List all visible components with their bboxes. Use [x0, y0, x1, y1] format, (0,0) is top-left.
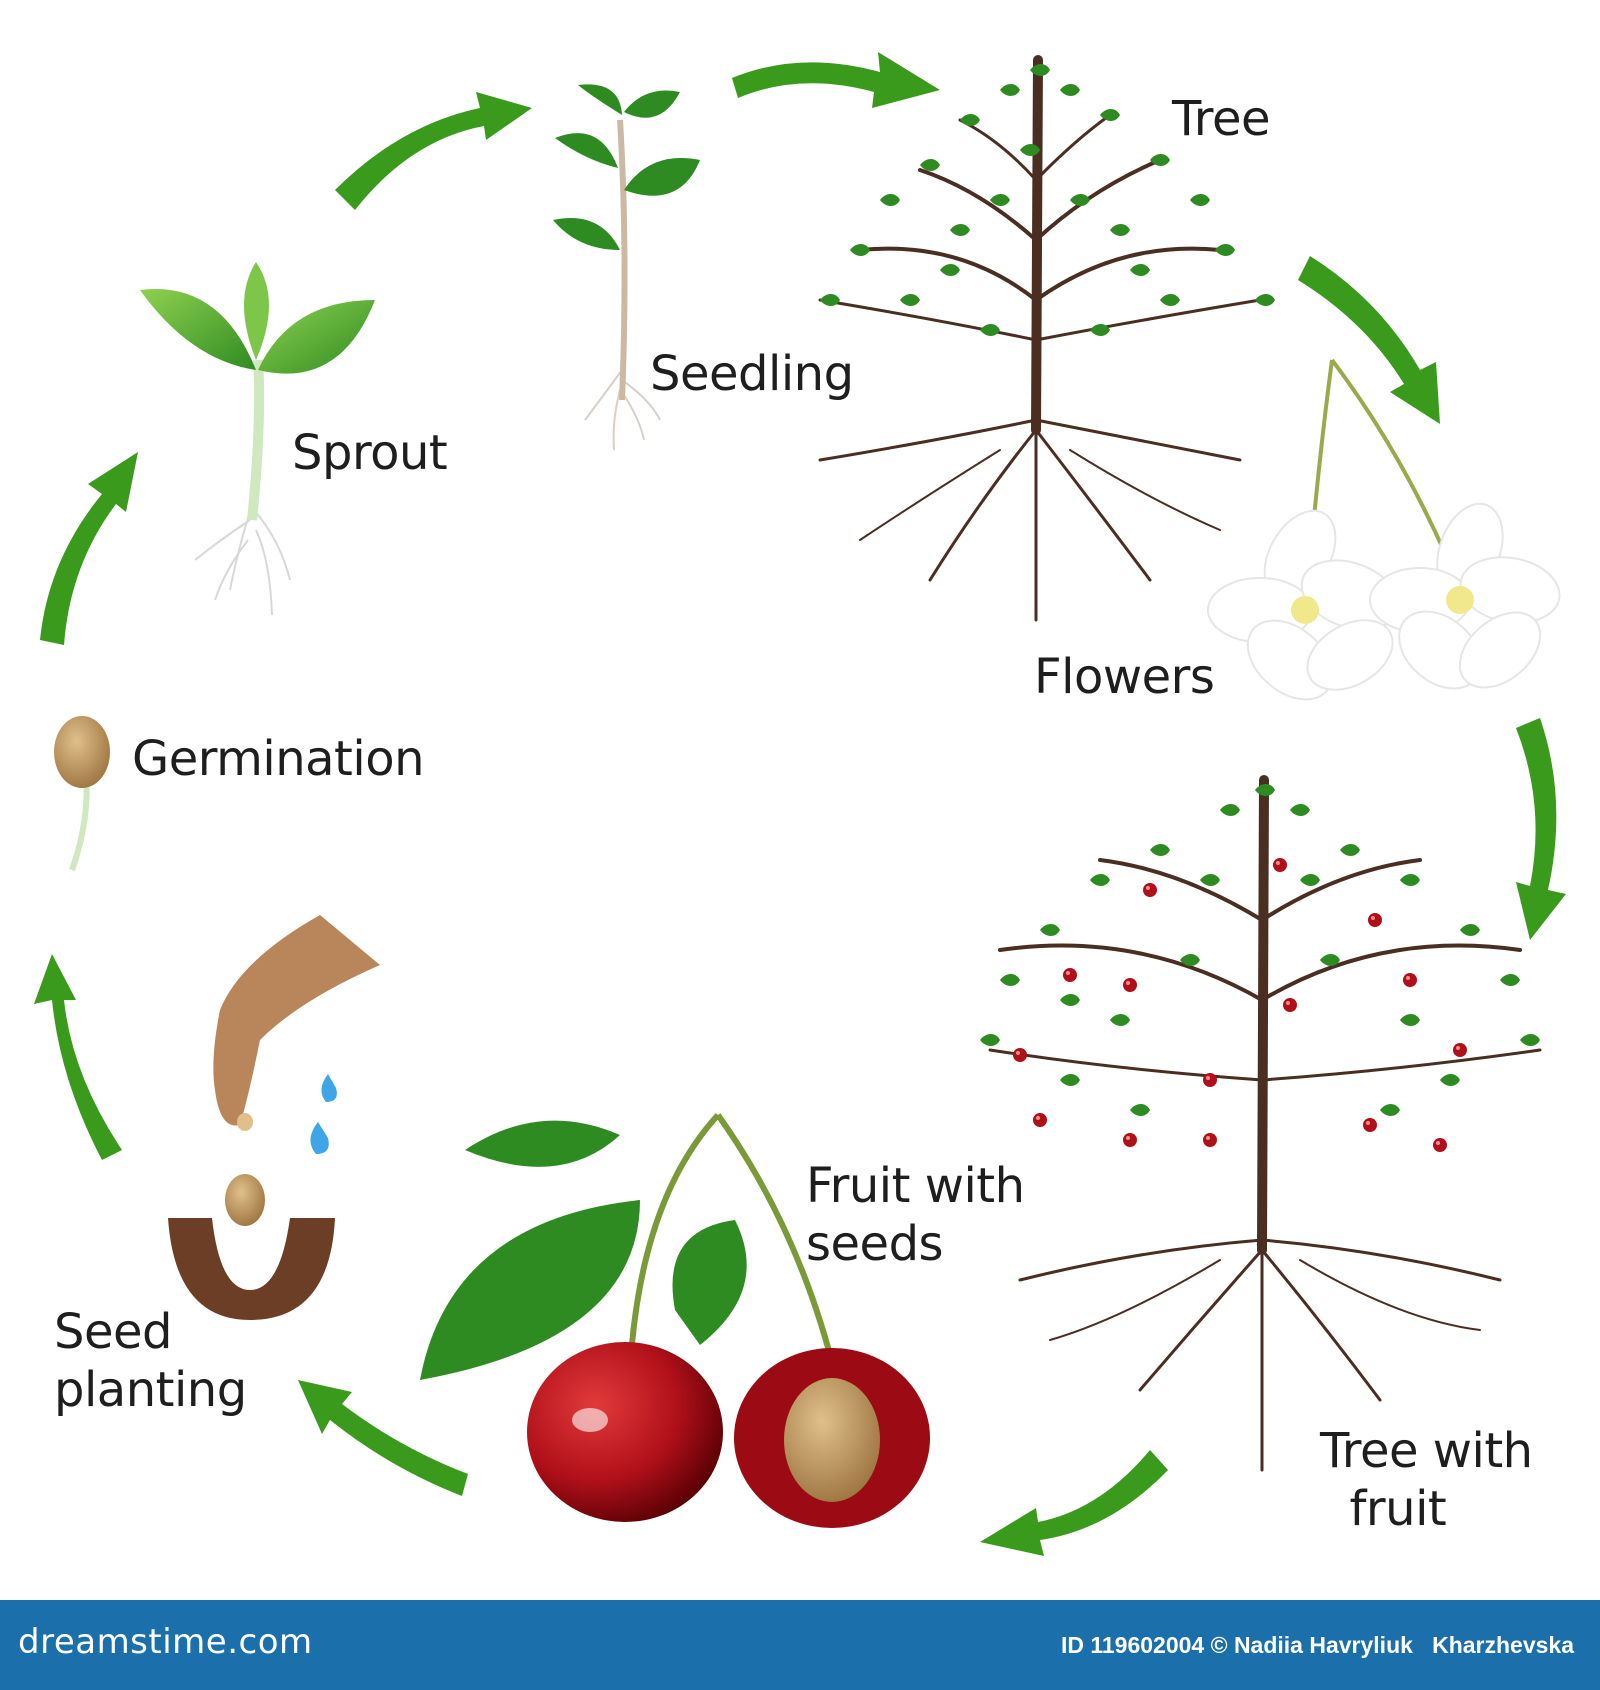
arrow-tree-to-flowers: [1298, 256, 1440, 424]
diagram-canvas: [34, 52, 1566, 1556]
hand: [213, 915, 380, 1131]
watermark-footer: dreamstime.com ID 119602004 © Nadiia Hav…: [0, 1600, 1600, 1690]
label-tree: Tree: [1172, 91, 1271, 147]
sprout-illustration: [140, 262, 375, 616]
fruit-with-seeds-illustration: [420, 1112, 930, 1528]
arrow-flowers-to-treefruit: [1516, 718, 1566, 940]
tree-with-fruit-illustration: [980, 775, 1542, 1472]
label-seedling: Seedling: [650, 346, 854, 402]
arrow-germination-to-sprout: [40, 452, 138, 645]
arrow-seedling-to-tree: [732, 52, 940, 108]
label-seed-planting: Seed planting: [54, 1304, 247, 1418]
tree-illustration: [818, 55, 1275, 622]
flowers-illustration: [1207, 358, 1561, 701]
arrow-sprout-to-seedling: [335, 92, 532, 210]
arrow-treefruit-to-fruit: [980, 1450, 1168, 1556]
cherry-whole: [527, 1342, 723, 1522]
seed-planting-illustration: [168, 915, 380, 1320]
arrow-planting-to-germination: [34, 954, 122, 1160]
label-flowers: Flowers: [1034, 649, 1215, 705]
soil: [168, 1218, 335, 1320]
label-germination: Germination: [132, 731, 425, 787]
flower-left: [1207, 509, 1400, 701]
water-drops: [310, 1074, 337, 1154]
label-sprout: Sprout: [292, 425, 448, 481]
germination-illustration: [54, 716, 110, 872]
brand-logo[interactable]: dreamstime.com: [18, 1622, 313, 1662]
label-tree-with-fruit: Tree with fruit: [1320, 1423, 1533, 1537]
cycle-arrows: [34, 52, 1566, 1556]
flower-right: [1369, 502, 1561, 690]
label-fruit-with-seeds: Fruit with seeds: [806, 1158, 1025, 1272]
cherry-half-with-pit: [734, 1348, 930, 1528]
seedling-illustration: [553, 84, 700, 451]
arrow-fruit-to-planting: [298, 1380, 468, 1496]
fruit-cherries: [1013, 858, 1467, 1152]
image-credit: ID 119602004 © Nadiia Havryliuk Kharzhev…: [1060, 1632, 1574, 1658]
